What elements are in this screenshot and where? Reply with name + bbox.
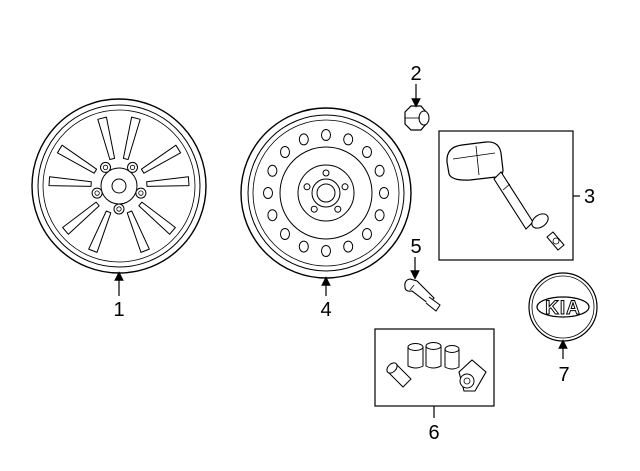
callout-1: 1 (113, 271, 125, 321)
vent-hole (362, 146, 372, 158)
lug-hole-inner (138, 190, 144, 196)
spoke-window (62, 201, 100, 235)
vent-hole (280, 146, 290, 158)
spoke-window (122, 116, 141, 160)
tpms-sensor-kit (438, 130, 580, 261)
callout-3: 3 (584, 186, 595, 208)
alloy-wheel (31, 98, 207, 274)
lug-hole-inner (129, 164, 136, 170)
callout-label-7: 7 (558, 364, 569, 386)
callout-label-2: 2 (410, 63, 421, 85)
lock-nuts-standing (407, 342, 460, 370)
callout-2: 2 (410, 63, 422, 108)
spoke-window (97, 116, 116, 160)
callout-label-6: 6 (428, 422, 439, 444)
lock-key (458, 359, 487, 392)
vent-hole (267, 164, 278, 177)
spoke-window (88, 210, 112, 253)
vent-hole (362, 228, 372, 240)
vent-hole (374, 164, 385, 177)
lug-hole (334, 205, 342, 213)
callout-5: 5 (410, 236, 422, 280)
vent-hole (379, 187, 389, 199)
lug-hole (100, 161, 111, 173)
spoke-window (56, 144, 98, 174)
lug-hole (113, 203, 125, 215)
spoke-window (48, 176, 92, 187)
spoke-window (140, 144, 182, 174)
spoke-window (126, 210, 150, 253)
vent-hole (280, 228, 290, 240)
callout-7: 7 (558, 339, 570, 386)
lug-hole (91, 187, 103, 199)
center-cap-emblem: KIA (528, 272, 598, 342)
spoke-window (138, 201, 176, 235)
emblem-text: KIA (545, 298, 581, 319)
wheel-lug-holes (91, 161, 147, 215)
lug-hole-inner (102, 164, 109, 170)
lug-hole (303, 183, 311, 191)
lock-nut-lying (386, 362, 412, 388)
steel-spare-wheel (240, 107, 412, 279)
callout-label-1: 1 (113, 299, 124, 321)
lug-hole (135, 187, 147, 199)
locking-lug-nut-kit (374, 328, 495, 407)
wheel-vent-holes (263, 129, 389, 257)
wheel-lug-holes (303, 169, 349, 213)
callout-label-4: 4 (320, 299, 331, 321)
vent-hole (343, 240, 354, 253)
vent-hole (321, 245, 331, 257)
wheel-spokes (48, 116, 190, 253)
callout-label-3: 3 (584, 186, 595, 208)
lug-hole (322, 169, 330, 177)
lug-nut (404, 105, 430, 131)
vent-hole (374, 209, 385, 222)
lug-hole (127, 161, 138, 173)
vent-hole (298, 133, 309, 146)
vent-hole (267, 209, 278, 222)
vent-hole (298, 240, 309, 253)
vent-hole (321, 129, 331, 141)
callout-4: 4 (320, 276, 332, 321)
vent-hole (343, 133, 354, 146)
lug-hole (310, 205, 318, 213)
spoke-window (146, 176, 190, 187)
callout-6: 6 (428, 406, 440, 444)
lug-hole (341, 183, 349, 191)
valve-stem (404, 278, 441, 312)
lug-hole-inner (116, 206, 122, 212)
callout-label-5: 5 (410, 236, 421, 258)
vent-hole (263, 187, 273, 199)
lug-hole-inner (94, 190, 100, 196)
